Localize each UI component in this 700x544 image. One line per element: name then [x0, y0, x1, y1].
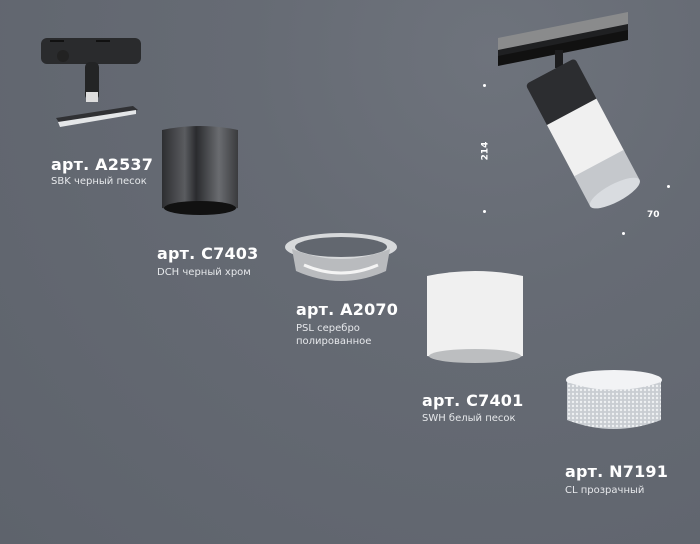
dimension-diameter-label: 70 [647, 210, 660, 220]
product-c7403-image [160, 124, 240, 220]
product-a2070-article: арт. A2070 [296, 300, 399, 319]
product-n7191-image [563, 368, 665, 436]
product-a2537-image [38, 36, 148, 131]
product-c7401-image [425, 268, 525, 370]
assembled-spotlight-image [490, 0, 700, 220]
product-n7191-desc: CL прозрачный [565, 485, 645, 496]
product-c7403-article: арт. C7403 [157, 244, 259, 263]
product-a2070-image [282, 229, 400, 289]
dimension-marker-dot [483, 84, 486, 87]
dimension-marker-dot [667, 185, 670, 188]
product-a2070-desc-line1: PSL серебро [296, 323, 360, 334]
dimension-marker-dot [622, 232, 625, 235]
product-a2537-article: арт. A2537 [51, 155, 154, 174]
dimension-marker-dot [483, 210, 486, 213]
product-c7403-desc: DCH черный хром [157, 267, 251, 278]
product-n7191-article: арт. N7191 [565, 462, 669, 481]
product-c7401-desc: SWH белый песок [422, 413, 516, 424]
dimension-height-label: 214 [480, 141, 491, 161]
product-a2537-desc: SBK черный песок [51, 176, 147, 187]
product-c7401-article: арт. C7401 [422, 391, 524, 410]
product-a2070-desc-line2: полированное [296, 336, 372, 347]
